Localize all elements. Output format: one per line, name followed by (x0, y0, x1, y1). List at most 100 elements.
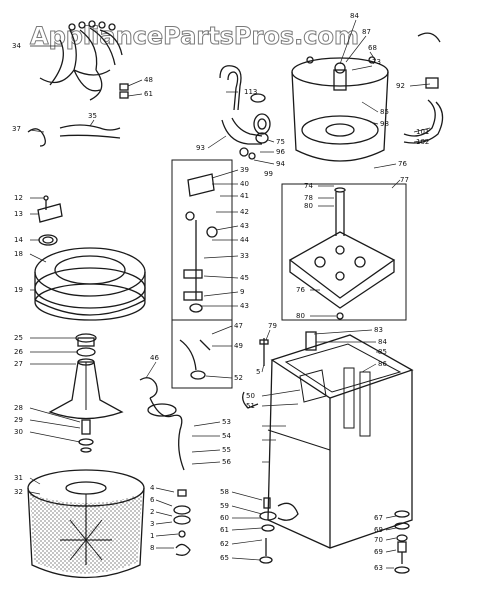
callout-label: 3 (150, 520, 154, 528)
callout-label: 113 (244, 88, 257, 96)
drain-hose (219, 65, 263, 145)
callout-label: 27 (14, 360, 23, 368)
seal-ring (38, 234, 58, 246)
callout-label: 44 (240, 236, 249, 244)
callout-label: 28 (14, 404, 23, 412)
jumper-wires (27, 124, 121, 147)
callout-label: 48 (144, 76, 153, 84)
callout-label: 80 (304, 202, 313, 210)
callout-label: 68 (368, 44, 377, 52)
outer-tub (291, 56, 389, 162)
callout-label: 9 (240, 288, 244, 296)
callout-label: 51 (246, 402, 255, 410)
callout-label: 18 (14, 250, 23, 258)
callout-label: 65 (220, 554, 229, 562)
callout-label: 83 (374, 326, 383, 334)
callout-label: 43 (240, 222, 249, 230)
callout-label: 63 (374, 564, 383, 572)
callout-label: 102 (416, 138, 429, 146)
callout-label: 50 (246, 392, 255, 400)
transmission-box (281, 183, 407, 321)
callout-label: 33 (240, 252, 249, 260)
callout-label: 39 (240, 166, 249, 174)
callout-label: 78 (304, 194, 313, 202)
callout-label: 85 (380, 108, 389, 116)
callout-label: 61 (144, 90, 153, 98)
callout-label: 61 (220, 526, 229, 534)
callout-label: 60 (220, 514, 229, 522)
callout-label: 79 (268, 322, 277, 330)
pump (239, 93, 271, 160)
callout-label: 1 (150, 532, 154, 540)
callout-label: 35 (88, 112, 97, 120)
lower-small-parts (173, 331, 317, 564)
callout-label: 37 (12, 125, 21, 133)
leveling-legs (394, 510, 410, 574)
fill-hose (403, 32, 444, 144)
callout-label: 19 (14, 286, 23, 294)
callout-label: 69 (374, 526, 383, 534)
callout-label: 34 (12, 42, 21, 50)
timer-panel-box (171, 159, 233, 389)
callout-label: 13 (14, 210, 23, 218)
callout-label: 98 (380, 120, 389, 128)
wire-harness (39, 20, 129, 101)
callout-label: 43 (240, 302, 249, 310)
callout-label: 26 (14, 348, 23, 356)
callout-label: 45 (240, 274, 249, 282)
callout-label: 12 (14, 194, 23, 202)
callout-label: 29 (14, 416, 23, 424)
callout-label: 93 (196, 144, 205, 152)
callout-label: 46 (150, 354, 159, 362)
callout-label: 86 (378, 360, 387, 368)
callout-label: 74 (304, 182, 313, 190)
callout-label: 76 (398, 160, 407, 168)
agitator-shaft-parts (78, 419, 94, 453)
agitator (48, 358, 124, 420)
callout-label: 42 (240, 208, 249, 216)
callout-label: 84 (350, 12, 359, 20)
callout-label: 55 (222, 446, 231, 454)
callout-label: 30 (14, 428, 23, 436)
power-cord (139, 377, 259, 471)
callout-label: 75 (276, 138, 285, 146)
callout-label: 8 (150, 544, 154, 552)
callout-label: 70 (374, 536, 383, 544)
callout-label: 6 (150, 496, 155, 504)
callout-label: 101 (416, 128, 429, 136)
callout-label: 14 (14, 236, 23, 244)
tub-cover (34, 247, 146, 321)
callout-label: 94 (276, 160, 285, 168)
callout-label: 62 (220, 540, 229, 548)
callout-label: 40 (240, 180, 249, 188)
callout-label: 59 (220, 502, 229, 510)
callout-labels: 34 48 61 37 35 12 13 14 18 19 25 26 27 2… (12, 12, 429, 572)
callout-label: 84 (378, 338, 387, 346)
callout-label: 96 (276, 148, 285, 156)
callout-label: 4 (150, 484, 155, 492)
callout-label: 52 (234, 374, 243, 382)
callout-label: 80 (296, 312, 305, 320)
callout-label: 53 (222, 418, 231, 426)
cam-bracket (37, 195, 63, 223)
callout-label: 41 (240, 192, 249, 200)
callout-label: 2 (150, 508, 154, 516)
callout-label: 56 (222, 458, 231, 466)
leader-lines (29, 19, 431, 569)
callout-label: 76 (296, 286, 305, 294)
cabinet (267, 334, 414, 549)
agitator-cap (75, 333, 97, 357)
callout-label: 69 (374, 548, 383, 556)
callout-label: 5 (256, 368, 260, 376)
callout-label: 99 (264, 170, 273, 178)
callout-label: 49 (234, 342, 243, 350)
callout-label: 92 (396, 82, 405, 90)
callout-label: 67 (374, 514, 383, 522)
callout-label: 73 (372, 58, 381, 66)
callout-label: 31 (14, 474, 23, 482)
callout-label: 85 (378, 348, 387, 356)
callout-label: 32 (14, 488, 23, 496)
callout-label: 58 (220, 488, 229, 496)
